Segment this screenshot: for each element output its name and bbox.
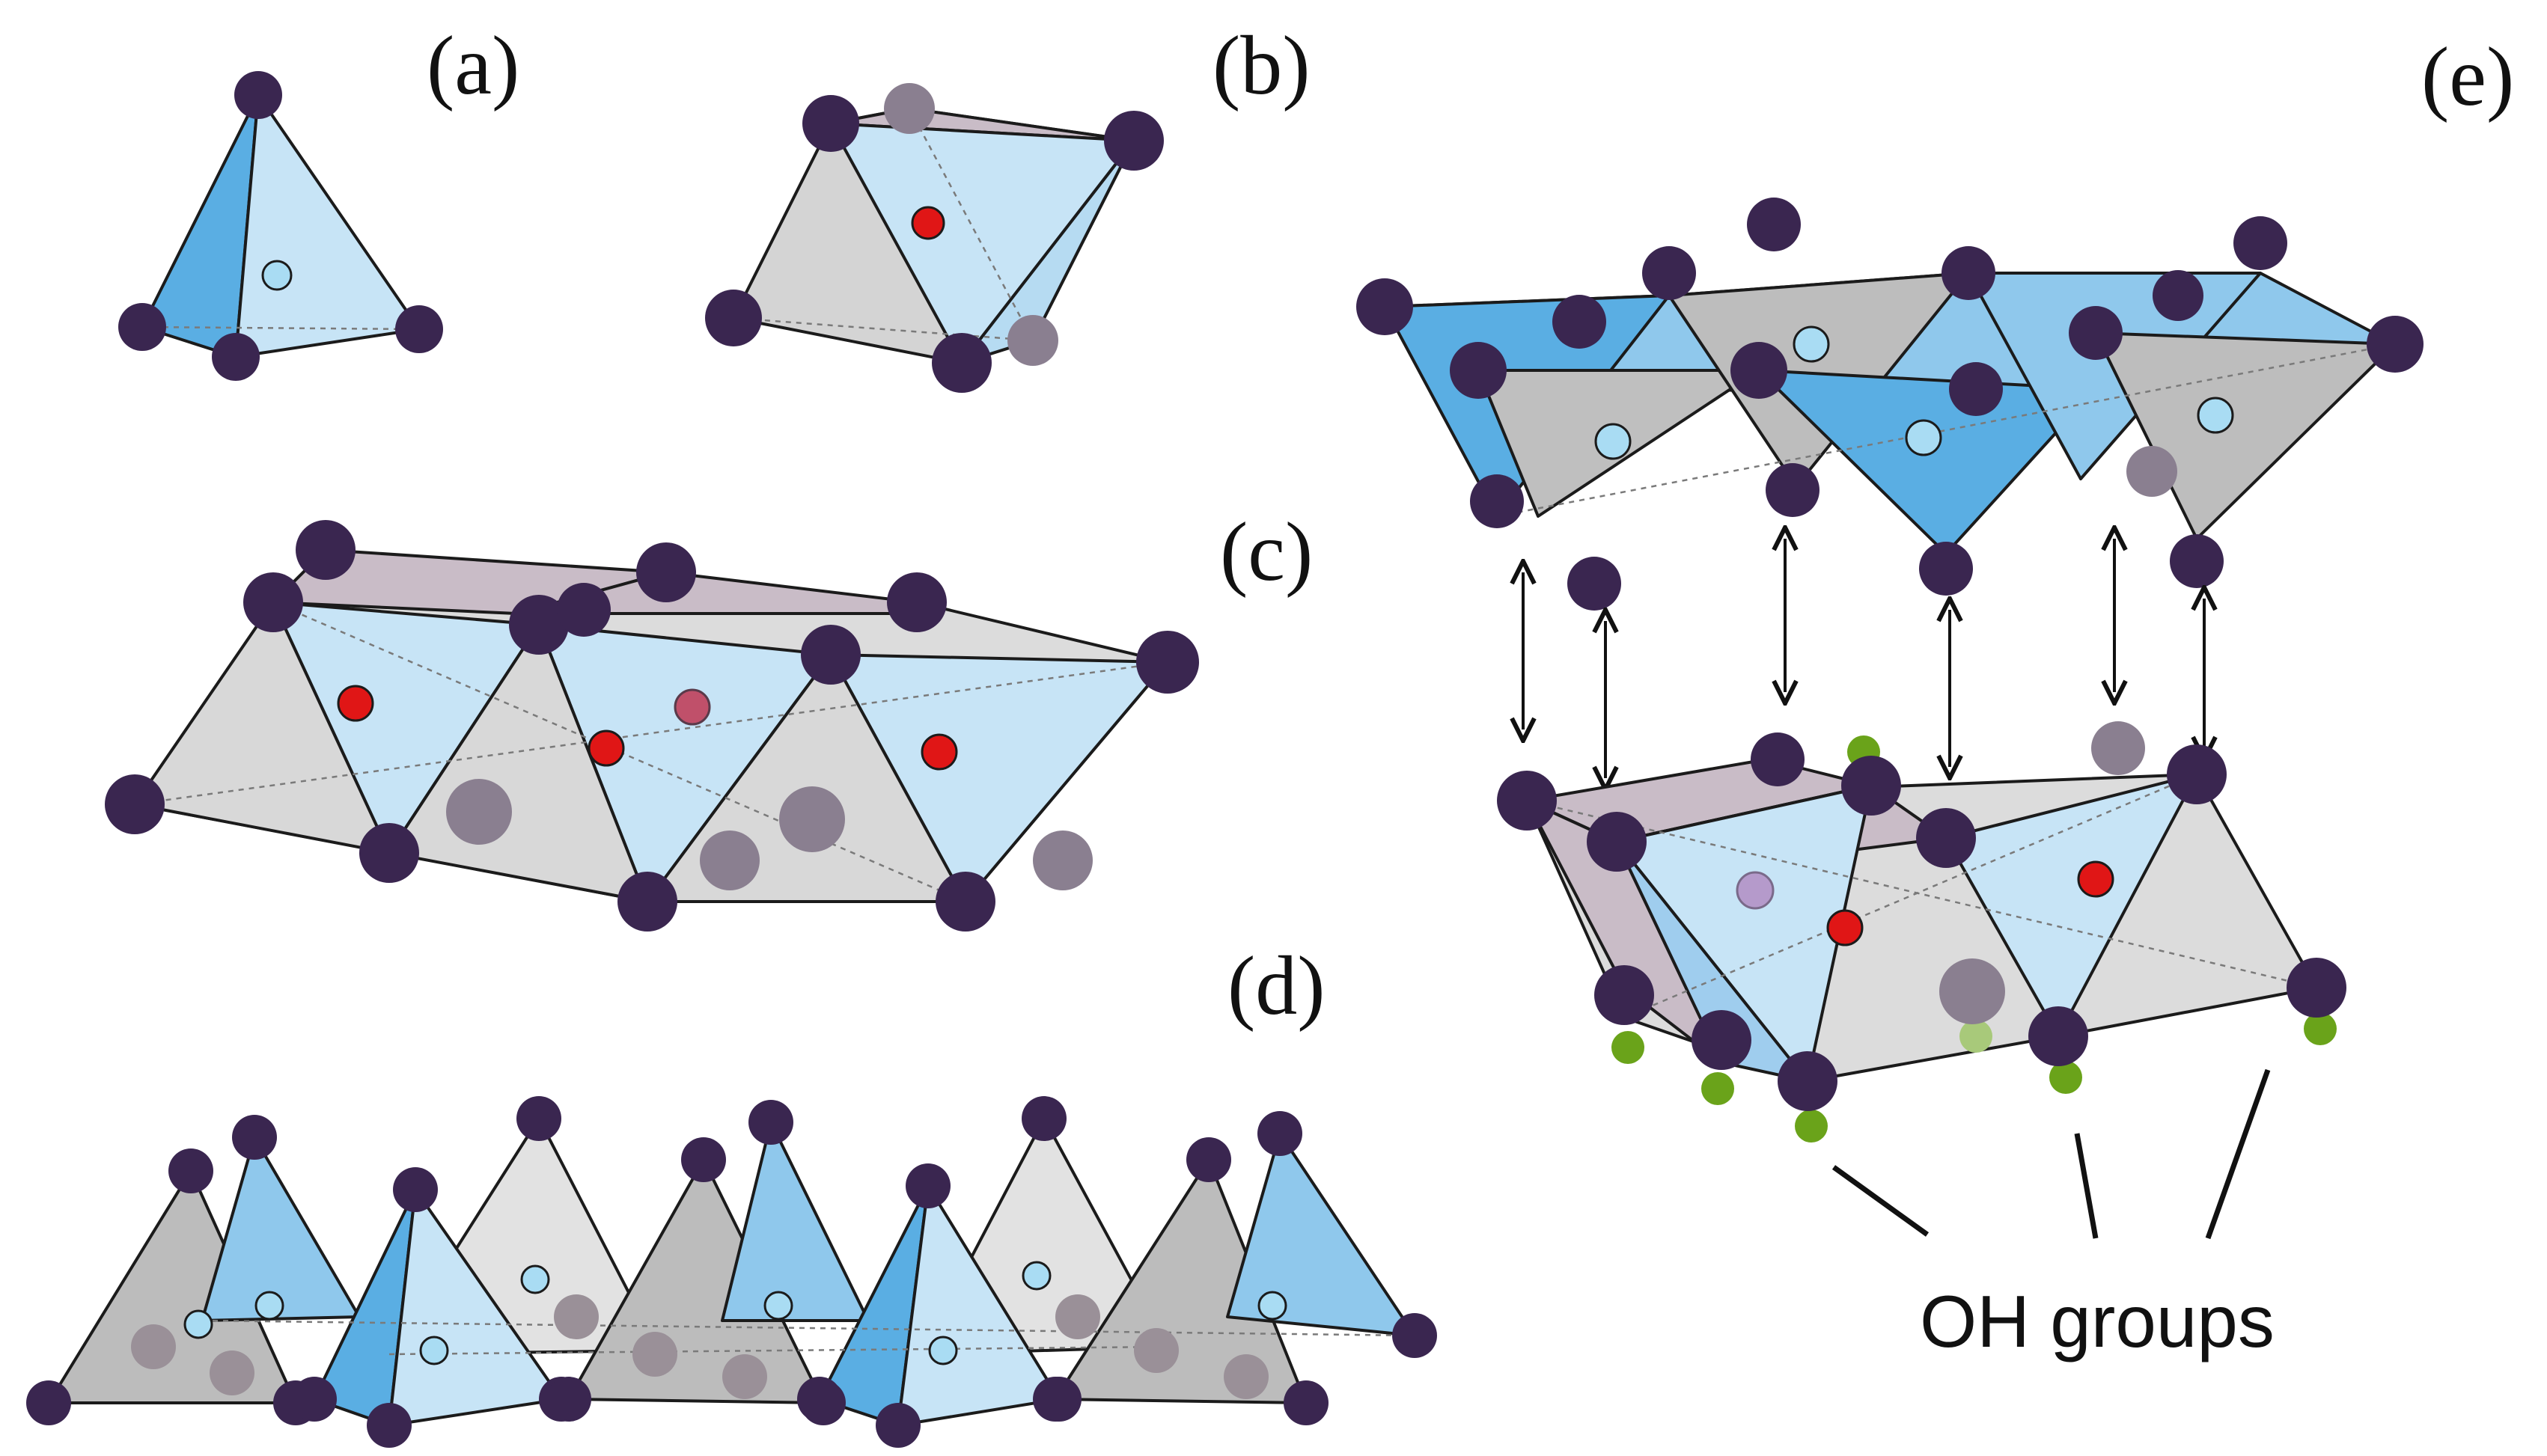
octahedron-b: [705, 83, 1164, 393]
tetrahedral-sheet-d: [26, 1096, 1437, 1448]
octa-cation: [337, 685, 374, 722]
panel-label-b: (b): [1213, 19, 1311, 112]
octa-cation: [911, 206, 945, 240]
octa-cation-faded: [1736, 871, 1775, 910]
tetrahedral-sheet-e: [1356, 198, 2424, 611]
layer-structure-e: [1356, 198, 2424, 1240]
octa-cation: [1826, 909, 1864, 946]
tetrahedron-a: [118, 71, 443, 381]
oxygen-atoms-faded: [131, 1294, 1269, 1399]
oh-groups-caption: OH groups: [1920, 1280, 2275, 1362]
oh-group-pointers: [1831, 1068, 2271, 1240]
oxygen-atoms: [1356, 198, 2424, 611]
panel-label-d: (d): [1227, 940, 1326, 1033]
oxygen-atoms: [1497, 721, 2346, 1111]
oxygen-atoms: [105, 520, 1199, 932]
oxygen-atoms: [705, 83, 1164, 393]
tetra-cations: [183, 1261, 1287, 1365]
hydrogen-bond-arrows: [1523, 539, 2204, 778]
octahedral-sheet-c: [105, 520, 1199, 932]
oxygen-atoms: [118, 71, 443, 381]
octa-cation: [2077, 860, 2114, 898]
octa-cation-faded: [674, 688, 711, 726]
tetra-cation: [261, 260, 293, 291]
panel-label-c: (c): [1220, 506, 1313, 599]
octahedral-sheet-e: [1497, 721, 2346, 1143]
panel-label-e: (e): [2421, 31, 2514, 123]
panel-label-a: (a): [427, 19, 519, 112]
tetra-cations: [1594, 325, 2234, 460]
hydrogen-atoms: [1611, 735, 2337, 1143]
octa-cation: [588, 729, 625, 767]
oxygen-atoms: [26, 1096, 1437, 1448]
octa-cation: [921, 733, 958, 771]
